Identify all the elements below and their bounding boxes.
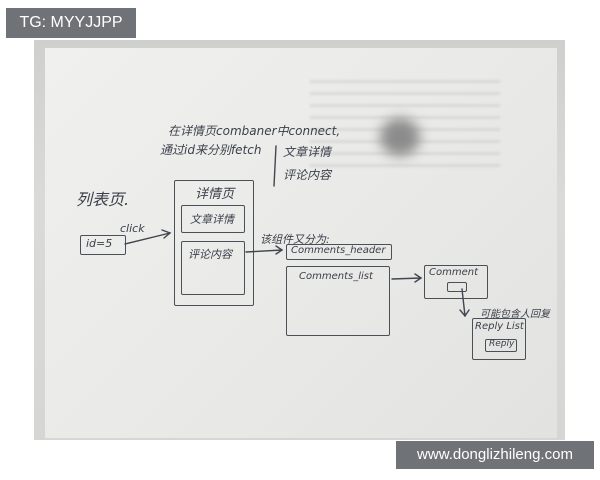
comments-list-box: Comments_list	[286, 266, 390, 336]
watermark-top-left: TG: MYYJJPP	[6, 8, 136, 38]
reply-box: Reply	[485, 339, 517, 352]
note-line-connect: 在详情页combaner中connect,	[168, 124, 341, 138]
reply-list-label: Reply List	[475, 321, 524, 332]
comments-header-label: Comments_header	[291, 245, 386, 256]
id-box: id=5	[80, 235, 126, 255]
reply-arrow	[461, 288, 466, 317]
note-comments-content: 评论内容	[283, 168, 332, 182]
split-arrow	[245, 249, 283, 253]
comments-content-box: 评论内容	[181, 241, 245, 295]
reply-note-label: 可能包含人回复	[480, 309, 550, 320]
comment-arrow	[391, 277, 422, 280]
click-arrow	[124, 232, 171, 245]
detail-page-box: 详情页 文章详情 评论内容	[174, 180, 254, 306]
note-article-detail: 文章详情	[283, 145, 332, 159]
watermark-bottom-right: www.donglizhileng.com	[396, 441, 594, 469]
detail-page-label: 详情页	[195, 187, 235, 202]
article-detail-box: 文章详情	[181, 205, 245, 233]
reply-arrowhead	[459, 309, 470, 318]
click-arrowhead	[161, 229, 172, 239]
comments-content-label: 评论内容	[188, 248, 232, 261]
comment-label: Comment	[429, 267, 478, 278]
split-label: 该组件又分为:	[260, 233, 330, 246]
blurred-spot	[380, 118, 420, 156]
note-bracket	[273, 145, 277, 187]
comments-list-label: Comments_list	[299, 271, 373, 282]
click-label: click	[120, 222, 145, 235]
comment-inner-box	[447, 282, 467, 292]
reply-label: Reply	[489, 339, 515, 349]
article-detail-label: 文章详情	[190, 213, 234, 226]
id-box-label: id=5	[86, 237, 113, 250]
list-page-label: 列表页.	[76, 190, 130, 209]
comment-arrowhead	[414, 273, 423, 283]
note-line-fetch: 通过id来分别fetch	[160, 143, 262, 157]
comments-header-box: Comments_header	[286, 244, 392, 260]
reply-list-box: Reply List Reply	[472, 318, 526, 360]
comment-box: Comment	[424, 265, 488, 299]
split-arrowhead	[275, 245, 284, 255]
